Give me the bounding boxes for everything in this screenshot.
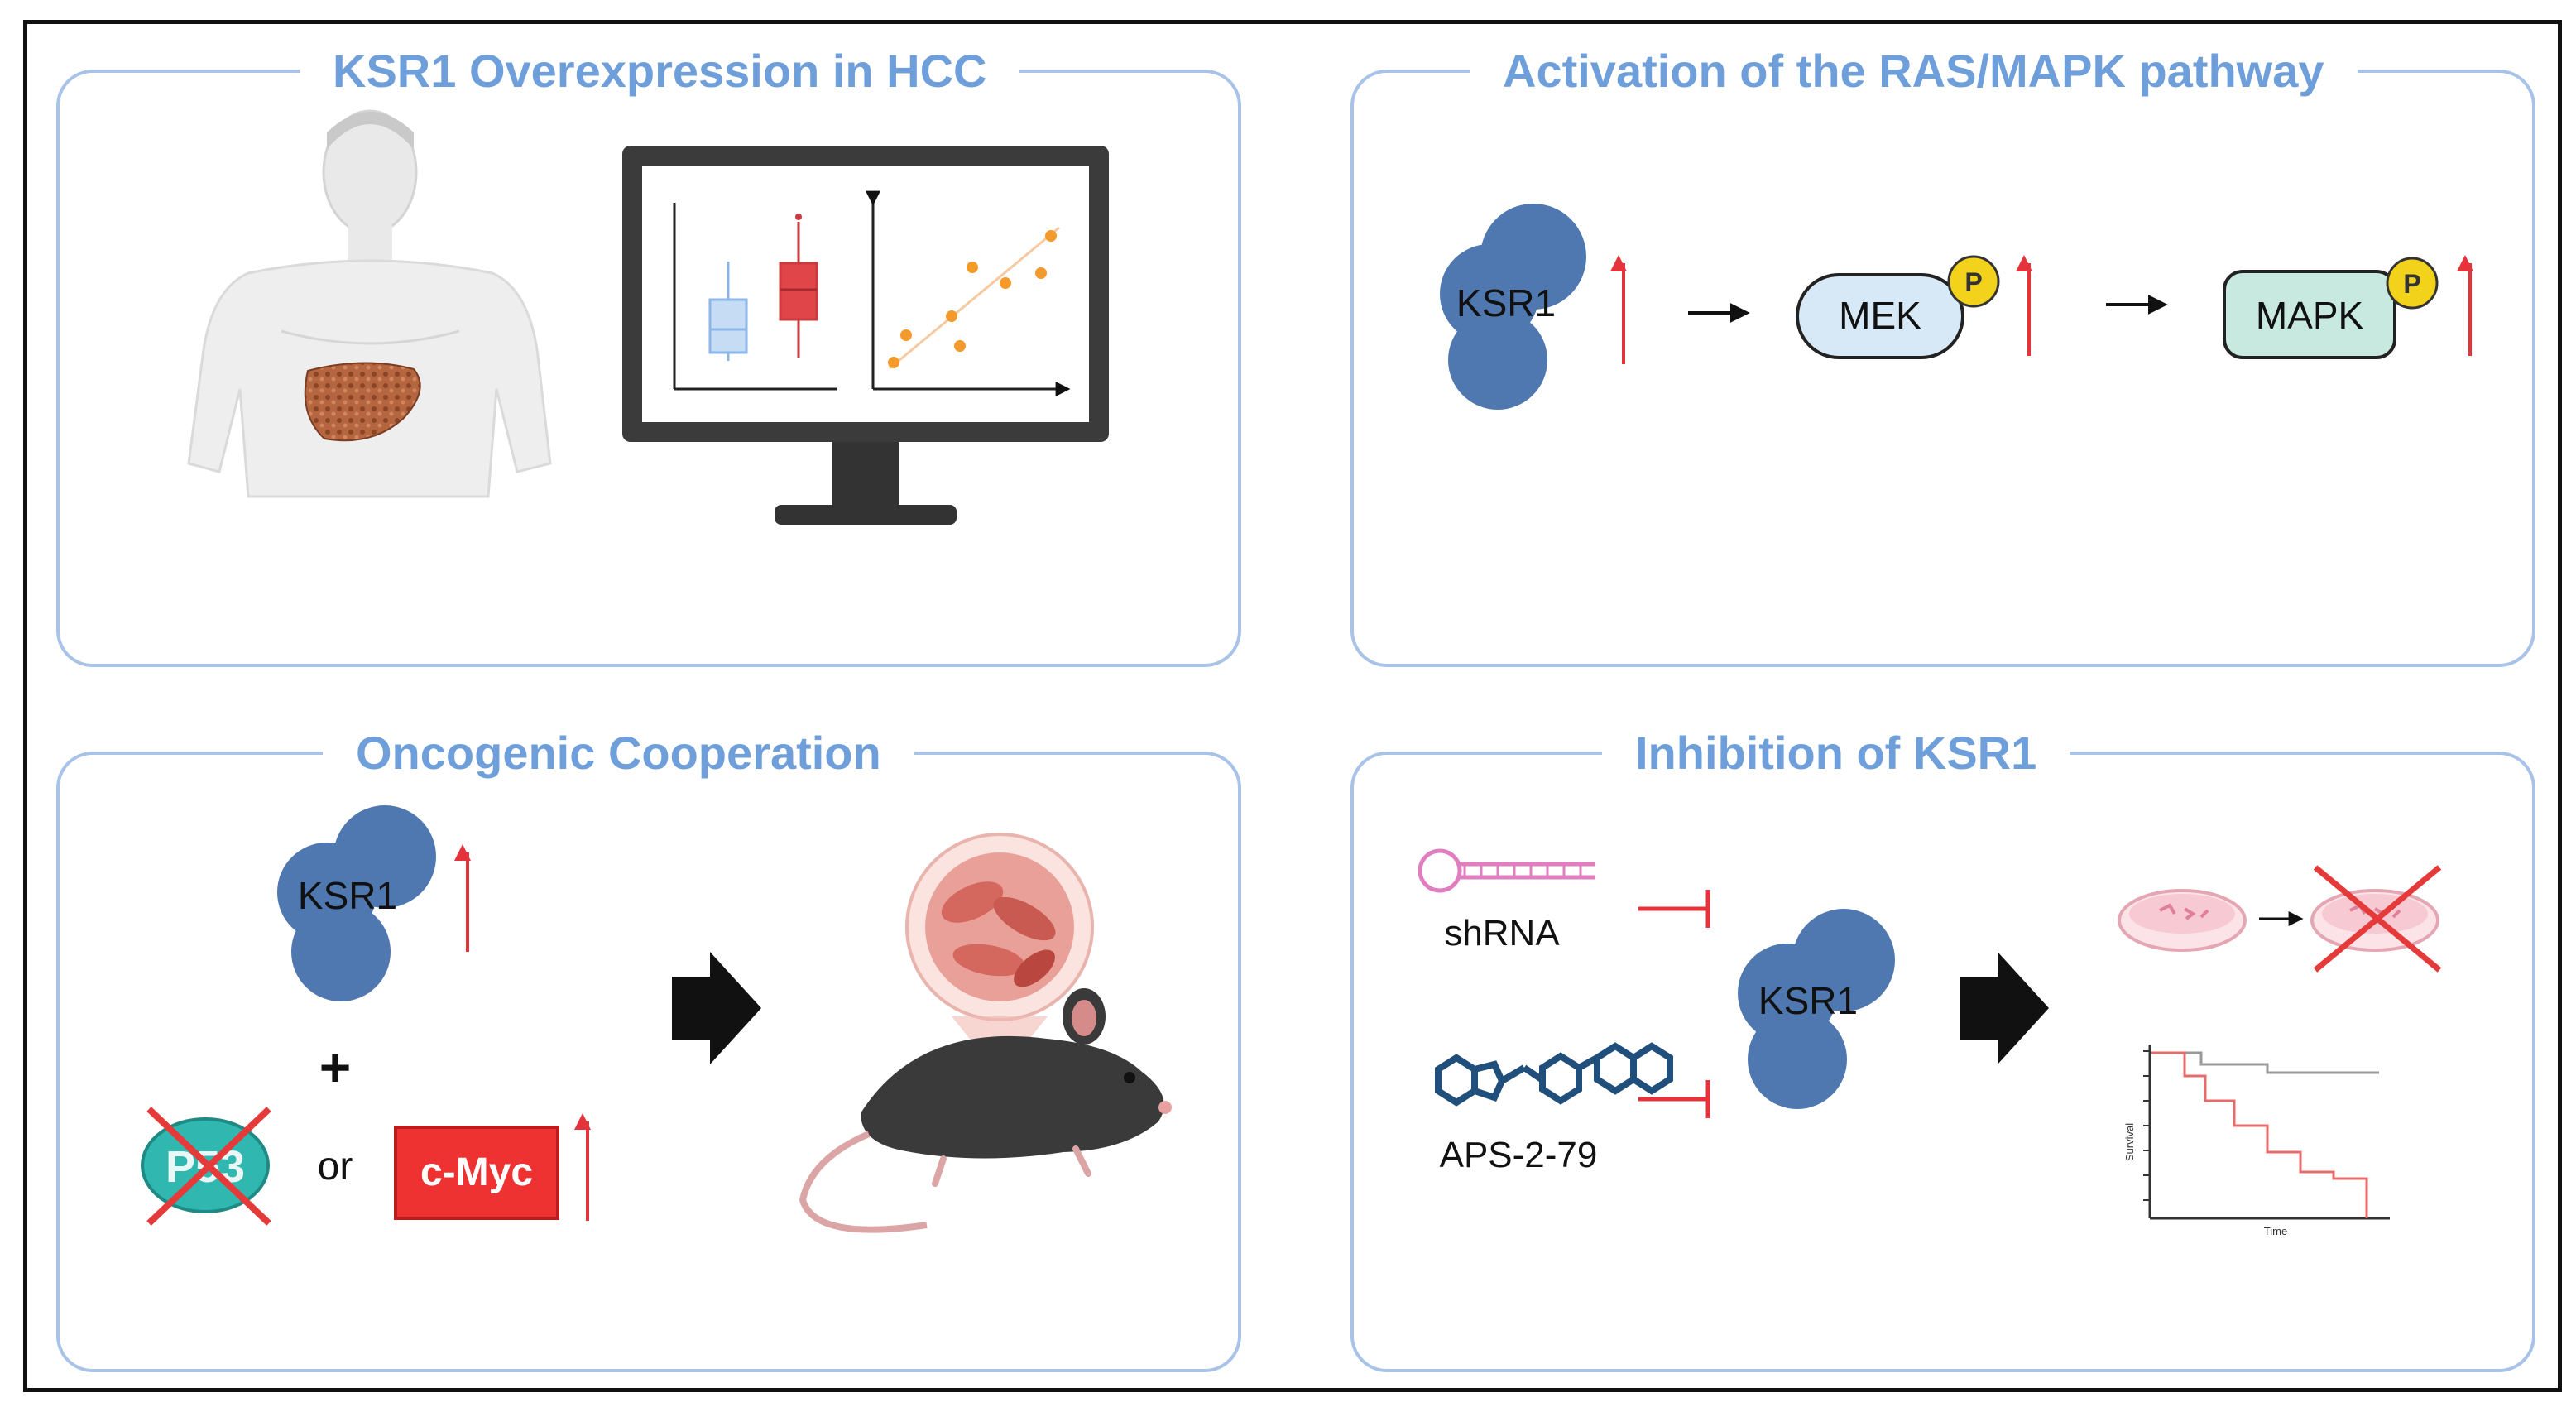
or-label: or xyxy=(318,1145,353,1189)
aps-2-79-molecule-icon xyxy=(1435,1042,1673,1107)
mapk-label: MAPK xyxy=(2256,294,2364,337)
human-silhouette-icon xyxy=(187,109,552,498)
cell-culture-dish-icon xyxy=(2118,889,2247,952)
phospho-icon xyxy=(1947,255,2000,308)
km-ylabel: Survival xyxy=(2123,1123,2136,1161)
ksr1-label: KSR1 xyxy=(1758,979,1858,1022)
panel-title: Inhibition of KSR1 xyxy=(1602,727,2070,780)
phospho-icon xyxy=(2386,257,2439,310)
plus-sign: + xyxy=(319,1036,352,1097)
cmyc-box xyxy=(394,1126,559,1220)
ksr1-protein-shape xyxy=(1440,204,1586,410)
tumor-cells-icon xyxy=(905,833,1094,1076)
survival-curve-icon: Survival Time xyxy=(2123,1045,2390,1237)
phospho-label: P xyxy=(2403,269,2420,299)
aps-2-79-label: APS-2-79 xyxy=(1440,1135,1598,1175)
panel-title: Activation of the RAS/MAPK pathway xyxy=(1470,45,2358,98)
monitor-icon xyxy=(622,146,1109,525)
km-xlabel: Time xyxy=(2264,1225,2287,1237)
shrna-label: shRNA xyxy=(1444,913,1560,953)
figure-frame xyxy=(23,20,2562,1392)
panel-ras-mapk-activation: Activation of the RAS/MAPK pathway xyxy=(1350,45,2535,667)
cmyc-label: c-Myc xyxy=(420,1150,533,1194)
mek-protein-shape xyxy=(1796,273,1964,359)
panel-title: KSR1 Overexpression in HCC xyxy=(300,45,1020,98)
ksr1-protein-shape xyxy=(277,805,436,1001)
liver-icon xyxy=(304,362,421,442)
mek-label: MEK xyxy=(1839,294,1921,337)
shrna-icon xyxy=(1418,848,1595,893)
dead-cell-dish-icon xyxy=(2310,865,2442,973)
result-arrow-icon xyxy=(1960,952,2049,1064)
p53-knockout-icon: P53 xyxy=(141,1107,271,1226)
panel-ksr1-inhibition: Inhibition of KSR1 xyxy=(1350,727,2535,1372)
panel-title: Oncogenic Cooperation xyxy=(323,727,914,780)
ksr1-label: KSR1 xyxy=(298,874,397,917)
mouse-icon xyxy=(799,988,1172,1233)
phospho-label: P xyxy=(1964,267,1982,297)
ksr1-label: KSR1 xyxy=(1456,281,1556,324)
mapk-protein-shape xyxy=(2223,270,2396,359)
ksr1-protein-shape xyxy=(1738,909,1895,1109)
inhibition-bar-icon xyxy=(1638,1080,1710,1118)
inhibition-bar-icon xyxy=(1638,890,1710,928)
panel-ksr1-overexpression: KSR1 Overexpression in HCC xyxy=(56,45,1241,667)
panel-oncogenic-cooperation: Oncogenic Cooperation xyxy=(56,727,1241,1372)
result-arrow-icon xyxy=(672,952,761,1064)
